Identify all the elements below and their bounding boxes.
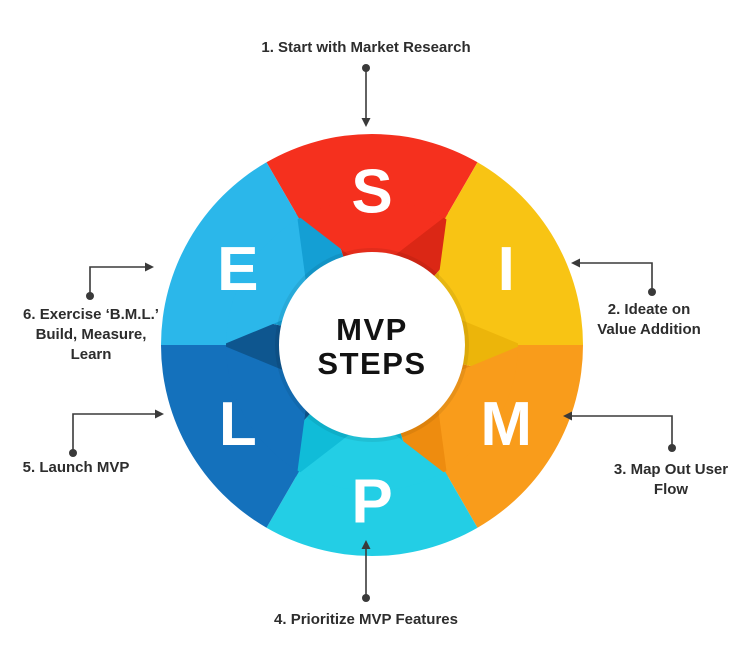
segment-s-wedge xyxy=(266,134,478,219)
step-label-3-line2: Flow xyxy=(653,481,689,498)
wheel-center-label: MVP STEPS xyxy=(317,313,426,381)
segment-letter-i: I xyxy=(498,235,515,304)
segment-s-tongue xyxy=(297,195,447,256)
arrowhead-icon xyxy=(145,262,154,272)
arrow-to-step-5 xyxy=(69,409,164,457)
center-label-line2: STEPS xyxy=(317,346,427,381)
segment-p-wedge xyxy=(266,471,478,556)
arrow-origin-dot xyxy=(86,292,94,300)
step-label-2-line1: 2. Ideate on xyxy=(607,301,691,318)
step-label-5-line1: 5. Launch MVP xyxy=(22,459,130,476)
arrow-origin-dot xyxy=(69,449,77,457)
arrow-origin-dot xyxy=(362,594,370,602)
center-label-line1: MVP xyxy=(336,312,408,347)
mvp-wheel-svg: S I M P L E xyxy=(161,134,583,556)
step-label-2: 2. Ideate on Value Addition xyxy=(597,300,701,340)
step-label-2-line2: Value Addition xyxy=(597,321,701,338)
step-label-1: 1. Start with Market Research xyxy=(261,38,470,58)
step-label-6: 6. Exercise ‘B.M.L.’ Build, Measure, Lea… xyxy=(23,305,159,365)
step-label-4: 4. Prioritize MVP Features xyxy=(274,610,458,630)
segment-p-tongue xyxy=(297,434,447,495)
segment-i-wedge xyxy=(445,162,583,345)
segment-letter-l: L xyxy=(219,390,257,459)
arrow-to-step-1 xyxy=(361,64,371,127)
arrow-origin-dot xyxy=(668,444,676,452)
step-label-6-line2: Build, Measure, xyxy=(35,326,147,343)
segment-l-wedge xyxy=(161,345,299,528)
step-label-4-line1: 4. Prioritize MVP Features xyxy=(274,611,458,628)
step-label-6-line1: 6. Exercise ‘B.M.L.’ xyxy=(23,306,159,323)
segment-m-wedge xyxy=(445,345,583,528)
step-label-3: 3. Map Out User Flow xyxy=(614,460,728,500)
center-circle xyxy=(279,252,465,438)
step-label-6-line3: Learn xyxy=(70,346,112,363)
segment-letter-m: M xyxy=(480,390,532,459)
step-label-3-line1: 3. Map Out User xyxy=(613,461,729,478)
segment-letter-p: P xyxy=(351,467,392,536)
arrow-to-step-6 xyxy=(86,262,154,300)
arrow-origin-dot xyxy=(648,288,656,296)
arrowhead-icon xyxy=(361,118,371,127)
arrow-origin-dot xyxy=(362,64,370,72)
segment-letter-s: S xyxy=(351,157,392,226)
segment-letter-e: E xyxy=(217,235,258,304)
step-label-1-line1: 1. Start with Market Research xyxy=(261,39,471,56)
step-label-5: 5. Launch MVP xyxy=(23,458,130,478)
segment-e-wedge xyxy=(161,162,299,345)
